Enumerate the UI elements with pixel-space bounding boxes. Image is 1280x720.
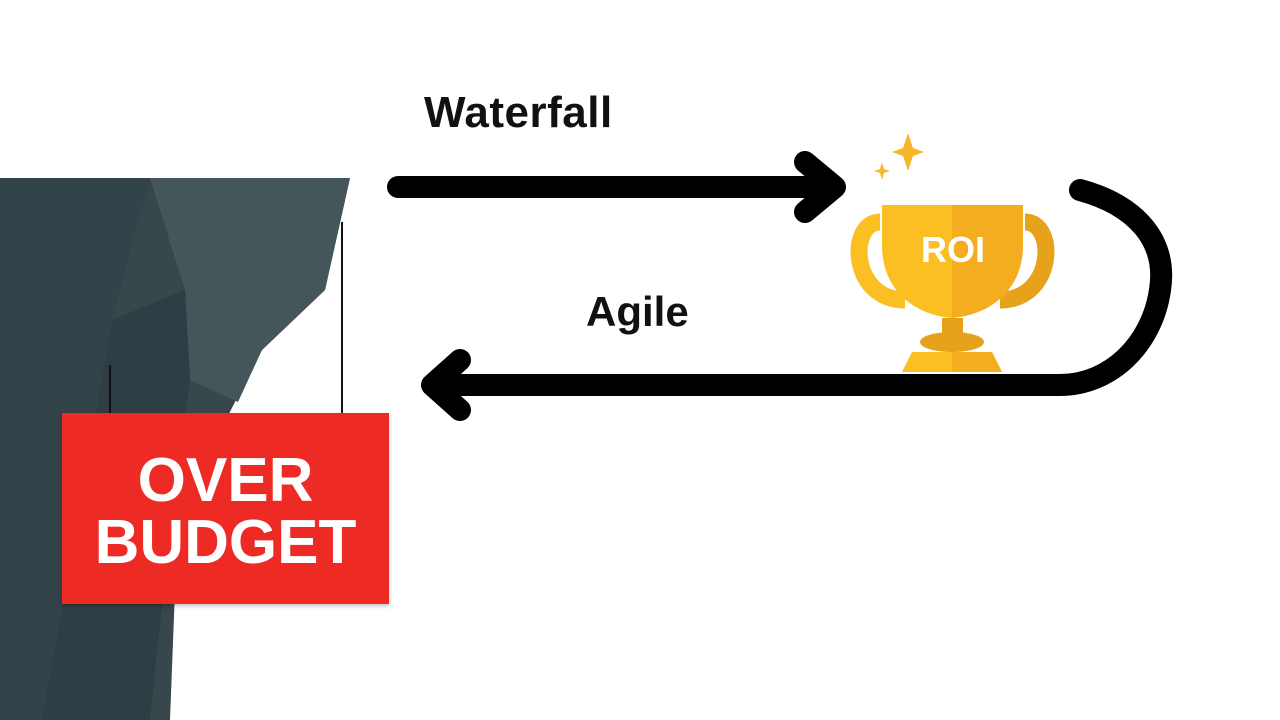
trophy-icon: ROI (850, 205, 1055, 372)
arrow-right-icon (387, 151, 846, 223)
trophy-label: ROI (921, 229, 985, 270)
sign-line-1: OVER (137, 446, 314, 515)
over-budget-sign: OVER BUDGET (62, 413, 389, 604)
sparkle-icon (874, 133, 924, 180)
agile-label: Agile (586, 288, 689, 335)
sign-strings (109, 222, 343, 424)
arrow-left-icon (421, 179, 1173, 421)
waterfall-label: Waterfall (424, 88, 613, 137)
sign-line-2: BUDGET (94, 508, 357, 577)
